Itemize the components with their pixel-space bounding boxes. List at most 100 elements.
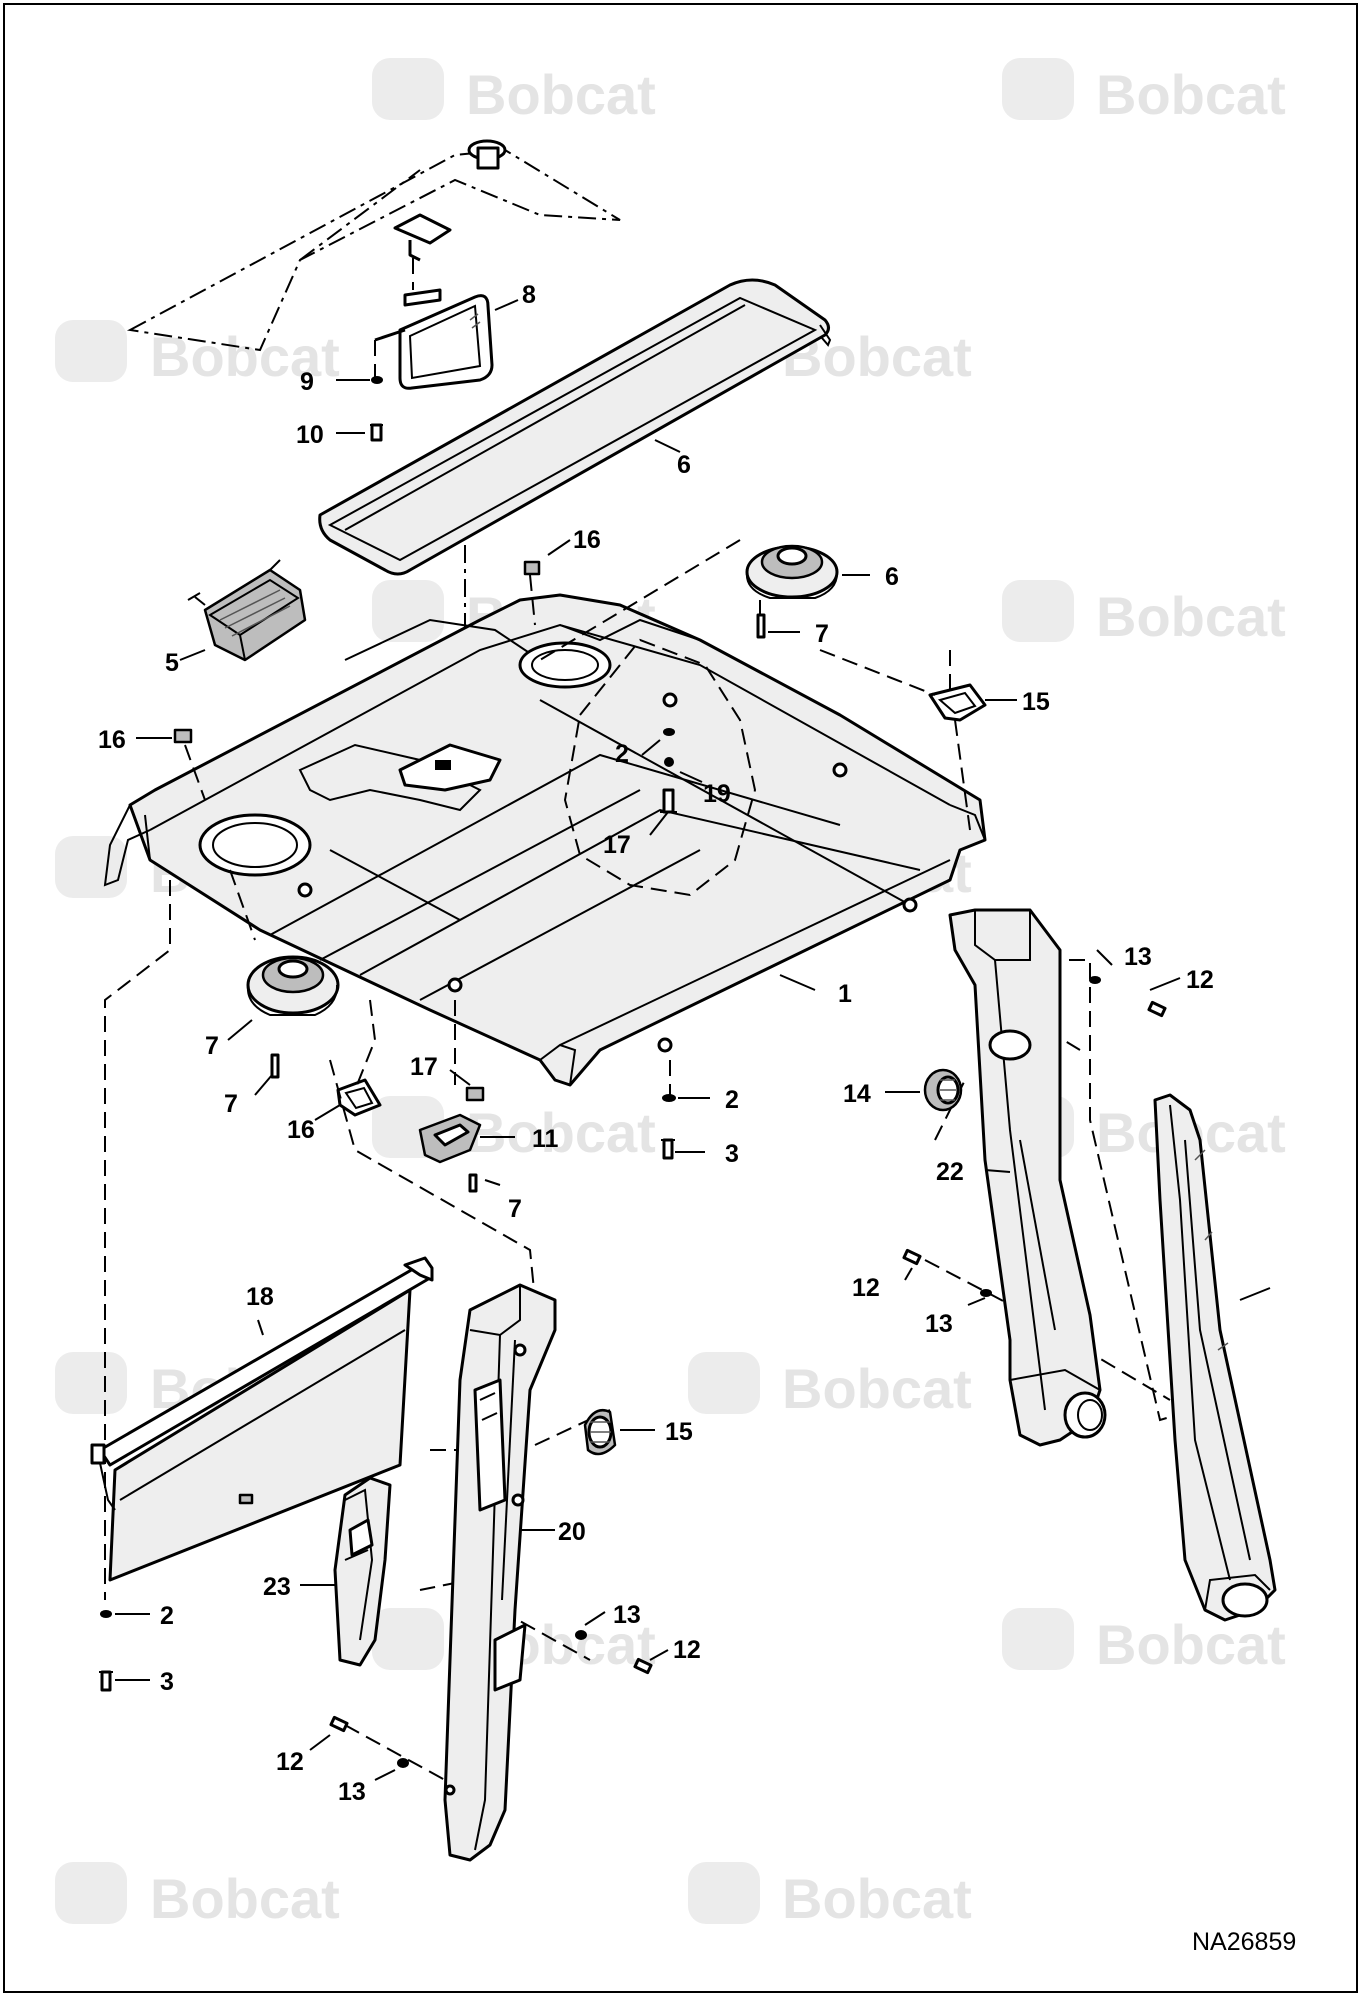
courtesy-light-11 <box>418 1113 482 1164</box>
callout-15-left: 16 <box>287 1116 315 1144</box>
callout-12-d: 12 <box>276 1748 304 1776</box>
sun-shade-18 <box>90 1256 434 1582</box>
hardware-screw-12-c <box>633 1657 653 1675</box>
hardware-washer-2-center <box>662 1094 676 1102</box>
callout-4: 5 <box>165 649 179 677</box>
callout-16-bottom: 17 <box>410 1053 438 1081</box>
callout-12-c: 12 <box>673 1636 701 1664</box>
detail-view-circle <box>563 638 757 897</box>
hardware-washer-13-d <box>397 1758 409 1768</box>
watermark-text: Bobcat <box>466 1101 656 1164</box>
callout-18: 18 <box>246 1283 274 1311</box>
air-vent-14-right <box>923 1068 963 1112</box>
callout-3-shade: 3 <box>160 1668 174 1696</box>
watermark-logo: Bobcat <box>688 1862 972 1930</box>
callout-6-upper: 6 <box>885 563 899 591</box>
callout-7-upper: 7 <box>815 620 829 648</box>
hardware-screw-7-lower <box>270 1053 280 1079</box>
hardware-washer-13-a <box>1089 976 1101 984</box>
watermark-logo: Bobcat <box>55 1862 340 1930</box>
watermark-logo: Bobcat <box>372 58 656 126</box>
cab-roof-reference <box>126 139 621 352</box>
dome-light-4 <box>187 559 307 662</box>
hardware-washer-13-c <box>575 1630 587 1640</box>
watermark-logo: Bobcat <box>1002 580 1286 648</box>
callout-19: 19 <box>703 780 731 808</box>
clip-16-left <box>173 728 193 744</box>
rearview-mirror <box>374 258 494 390</box>
drawing-code: NA26859 <box>1192 1928 1296 1956</box>
hardware-washer-2-shade <box>100 1610 112 1618</box>
hardware-screw-7-light <box>468 1173 478 1193</box>
hardware-bolt-10 <box>370 423 383 442</box>
hardware-screw-12-b <box>902 1248 922 1266</box>
hardware-washer-2-detail <box>663 728 675 736</box>
callout-16-left: 16 <box>98 726 126 754</box>
pillar-trim-21 <box>948 908 1107 1447</box>
callout-9: 9 <box>300 368 314 396</box>
callout-1: 1 <box>838 980 852 1008</box>
hardware-bolt-3-shade <box>99 1670 113 1692</box>
hardware-washer-9 <box>371 376 383 384</box>
callout-15-right: 15 <box>1022 688 1050 716</box>
callout-20: 20 <box>558 1518 586 1546</box>
callout-3-center: 3 <box>725 1140 739 1168</box>
clip-16-top <box>523 560 541 576</box>
callout-5: 6 <box>677 451 691 479</box>
callout-13-d: 13 <box>338 1778 366 1806</box>
watermark-text: Bobcat <box>1096 1613 1286 1676</box>
callout-11: 11 <box>532 1125 559 1153</box>
hardware-screw-12-a <box>1147 1000 1167 1018</box>
watermark-logo: Bobcat <box>372 1608 656 1676</box>
hardware-washer-13-b <box>980 1289 992 1297</box>
pillar-trim-20 <box>443 1283 557 1862</box>
speaker-6-lower <box>246 955 340 1016</box>
speaker-6-upper <box>745 544 839 599</box>
watermark-logo: Bobcat <box>55 320 340 388</box>
callout-10: 10 <box>296 421 324 449</box>
grab-handle-15-right <box>928 683 987 722</box>
headliner-1 <box>103 593 987 1087</box>
trim-piece-22 <box>333 1476 392 1667</box>
callout-14-right: 14 <box>843 1080 871 1108</box>
callout-2-shade: 2 <box>160 1602 174 1630</box>
watermark-text: Bobcat <box>1096 585 1286 648</box>
callout-14-left: 15 <box>665 1418 693 1446</box>
watermark-logo: Bobcat <box>372 1096 656 1164</box>
watermark-logo: Bobcat <box>1002 1608 1286 1676</box>
callout-13-c: 13 <box>613 1601 641 1629</box>
watermark-text: Bobcat <box>150 1867 340 1930</box>
callout-labels: 8 9 10 6 16 6 7 5 16 15 2 19 17 1 7 7 16… <box>98 281 1214 1806</box>
callout-6-lower: 7 <box>205 1032 219 1060</box>
watermark-text: Bobcat <box>782 1867 972 1930</box>
watermark-text: Bobcat <box>150 325 340 388</box>
callout-7-lower: 7 <box>224 1090 238 1118</box>
hardware-screw-17 <box>660 788 677 814</box>
mirror-bracket <box>393 213 452 307</box>
leader-lines <box>115 299 1271 1781</box>
callout-21: 22 <box>936 1158 964 1186</box>
callout-22: 23 <box>263 1573 291 1601</box>
callout-17: 17 <box>603 831 631 859</box>
callout-8: 8 <box>522 281 536 309</box>
clip-16-bottom <box>465 1086 485 1102</box>
side-trim-23 <box>1153 1093 1277 1622</box>
grab-handle-15-left <box>336 1078 382 1117</box>
callout-7-light: 7 <box>508 1195 522 1223</box>
watermark-text: Bobcat <box>1096 63 1286 126</box>
hardware-screw-7-upper <box>756 613 766 639</box>
callout-12-b: 12 <box>852 1274 880 1302</box>
front-trim-panel-5 <box>318 278 832 576</box>
callout-2-center: 2 <box>725 1086 739 1114</box>
callout-13-a: 13 <box>1124 943 1152 971</box>
callout-12-a: 12 <box>1186 966 1214 994</box>
callout-13-b: 13 <box>925 1310 953 1338</box>
callout-16-top: 16 <box>573 526 601 554</box>
hardware-screw-12-d <box>329 1715 349 1733</box>
watermark-text: Bobcat <box>466 63 656 126</box>
watermark-text: Bobcat <box>782 1357 972 1420</box>
watermark-logo: Bobcat <box>688 1352 972 1420</box>
callout-2-detail: 2 <box>615 740 629 768</box>
air-vent-14-left <box>583 1408 617 1456</box>
